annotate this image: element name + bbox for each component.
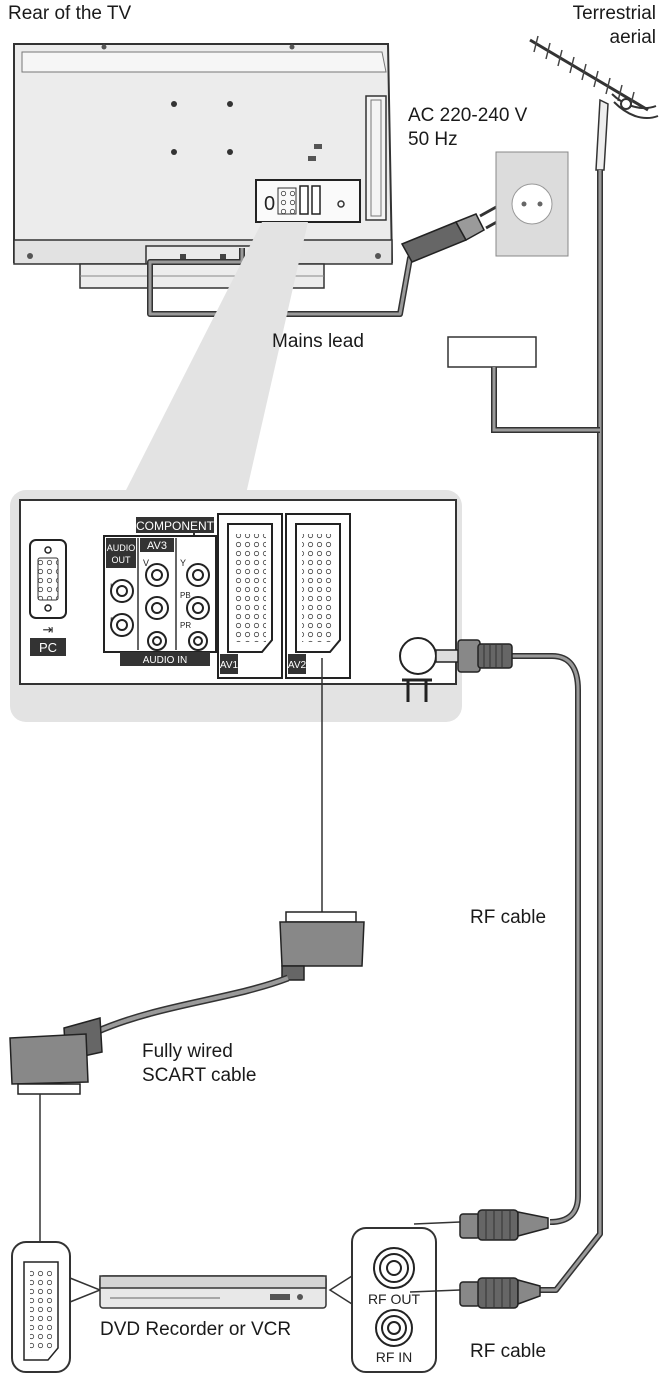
tv-rear: 0 [13, 43, 394, 289]
svg-text:PR: PR [180, 621, 191, 630]
av3-label: AV3 [147, 540, 167, 552]
rf-cable-label-bottom: RF cable [470, 1341, 547, 1362]
empty-label-box [447, 336, 537, 368]
mains-plug-icon [400, 204, 505, 263]
rf-out-label: RF OUT [368, 1291, 421, 1307]
component-label: COMPONENT [136, 519, 215, 533]
audio-out-label-1: AUDIO [107, 543, 136, 553]
dvd-recorder-label: DVD Recorder or VCR [100, 1319, 292, 1340]
pc-label: PC [39, 640, 57, 655]
terminal-panel: ⇥ PC COMPONENT AUDIO OUT AV3 L R V Y PB … [10, 490, 462, 722]
dvd-recorder [99, 1275, 327, 1309]
aerial-label-2: aerial [609, 27, 656, 48]
rf-cable-label-top: RF cable [470, 907, 547, 928]
aerial-label-1: Terrestrial [572, 3, 656, 24]
svg-text:PB: PB [180, 591, 191, 600]
aerial-cable [540, 170, 603, 1293]
rf-cable-to-tv [468, 653, 581, 1225]
rear-tv-label: Rear of the TV [8, 3, 132, 24]
rf-plug-icon [409, 1277, 541, 1309]
wall-socket-icon [495, 151, 569, 257]
av1-scart-socket: AV1 [217, 513, 283, 679]
rf-plug-icon [435, 639, 513, 673]
box-branch-cable [491, 367, 600, 433]
svg-text:V: V [143, 558, 149, 568]
rf-callout: RF OUT RF IN [351, 1227, 437, 1373]
mains-lead-label: Mains lead [272, 331, 364, 352]
scart-plug-icon [9, 1017, 103, 1095]
ac-frequency-label: 50 Hz [408, 129, 458, 150]
aerial-input-socket [399, 637, 437, 675]
av1-label: AV1 [220, 660, 239, 671]
rf-plug-icon [413, 1209, 549, 1241]
svg-text:0: 0 [264, 193, 275, 215]
zoom-wedge [124, 222, 308, 494]
scart-plug-icon [279, 911, 365, 981]
tv-terminal-block: 0 [255, 179, 361, 223]
scart-cable-label-1: Fully wired [142, 1041, 233, 1062]
pc-input-icon: ⇥ [43, 623, 54, 638]
svg-text:Y: Y [180, 558, 186, 568]
rf-in-socket [375, 1309, 413, 1347]
aerial-icon [529, 35, 659, 171]
scart-cable-label-2: SCART cable [142, 1065, 257, 1086]
av2-label: AV2 [288, 660, 307, 671]
rca-jacks [110, 563, 210, 651]
callout-pointer-left [69, 1277, 103, 1303]
rf-out-socket [373, 1247, 415, 1289]
recorder-scart-socket [11, 1241, 71, 1373]
aerial-input-icon [402, 678, 432, 702]
rf-in-label: RF IN [376, 1349, 413, 1365]
av2-scart-socket: AV2 [285, 513, 351, 679]
pc-port: ⇥ PC [29, 539, 67, 656]
audio-out-label-2: OUT [112, 555, 132, 565]
audio-in-label: AUDIO IN [143, 655, 187, 666]
callout-pointer-right [328, 1275, 353, 1305]
ac-voltage-label: AC 220-240 V [408, 105, 528, 126]
